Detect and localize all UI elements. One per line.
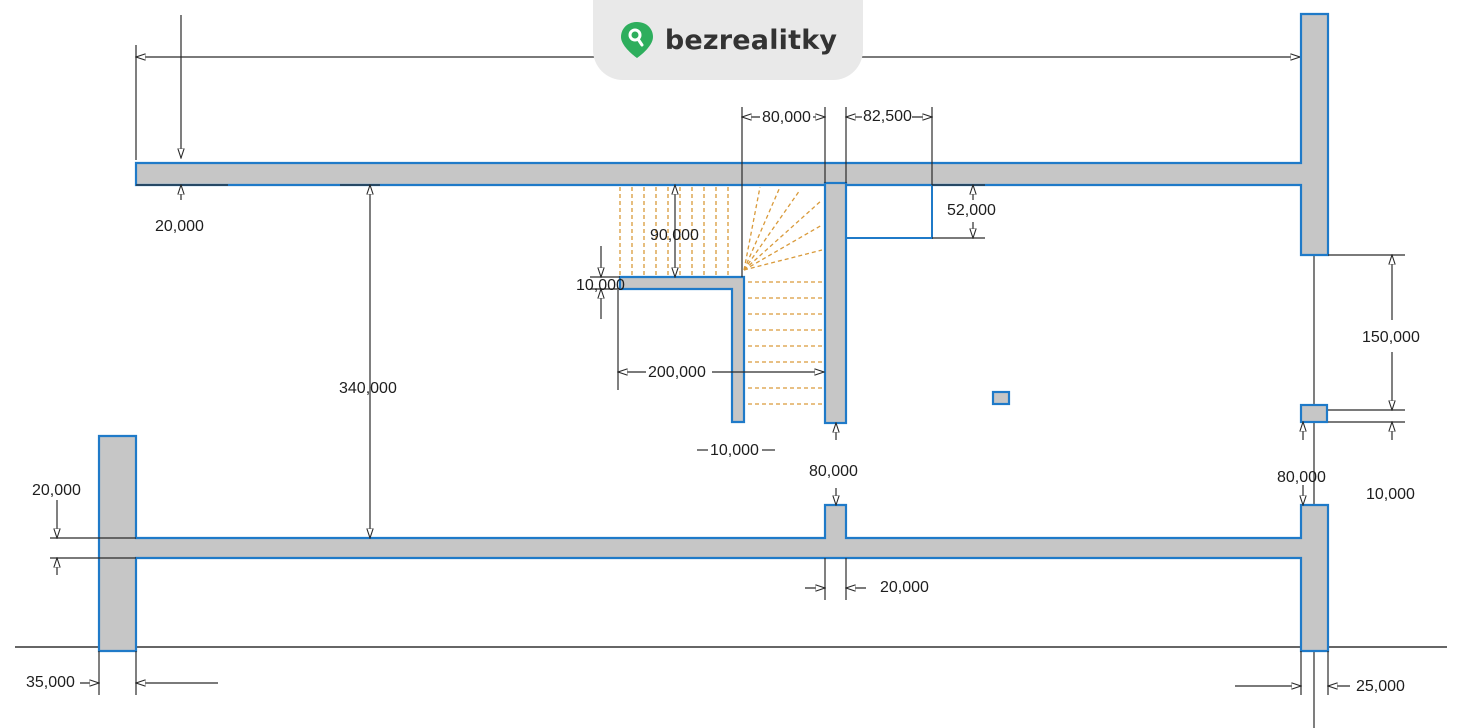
bottom-slab bbox=[97, 434, 1330, 653]
dim-80-right: 80,000 bbox=[1277, 469, 1326, 486]
dim-20-center: 20,000 bbox=[880, 579, 929, 596]
dim-90: 90,000 bbox=[650, 227, 699, 244]
dim-200: 200,000 bbox=[648, 364, 706, 381]
right-bracket bbox=[1299, 403, 1329, 424]
dim-150: 150,000 bbox=[1362, 329, 1420, 346]
walls bbox=[97, 12, 1330, 653]
dim-10-bottom: 10,000 bbox=[710, 442, 759, 459]
landing-box bbox=[845, 184, 933, 239]
dim-340: 340,000 bbox=[339, 380, 397, 397]
dimension-labels: 80,000 82,500 52,000 20,000 90,000 10,00… bbox=[26, 108, 1420, 695]
dim-80-mid: 80,000 bbox=[809, 463, 858, 480]
dim-82-5: 82,500 bbox=[863, 108, 912, 125]
center-column bbox=[823, 181, 848, 425]
dim-35: 35,000 bbox=[26, 674, 75, 691]
dim-10-right: 10,000 bbox=[1366, 486, 1415, 503]
dim-20-left-top: 20,000 bbox=[155, 218, 204, 235]
dim-80-top: 80,000 bbox=[762, 109, 811, 126]
location-pin-icon bbox=[619, 20, 655, 60]
dim-52: 52,000 bbox=[947, 202, 996, 219]
stair-wall bbox=[618, 275, 746, 424]
watermark-logo: bezrealitky bbox=[593, 0, 863, 80]
dim-25: 25,000 bbox=[1356, 678, 1405, 695]
dim-20-left-bottom: 20,000 bbox=[32, 482, 81, 499]
stair-lines bbox=[619, 186, 824, 405]
dimension-lines bbox=[50, 107, 1405, 695]
small-block bbox=[991, 390, 1011, 406]
brand-name: bezrealitky bbox=[664, 24, 838, 56]
dim-10-stair: 10,000 bbox=[576, 277, 625, 294]
